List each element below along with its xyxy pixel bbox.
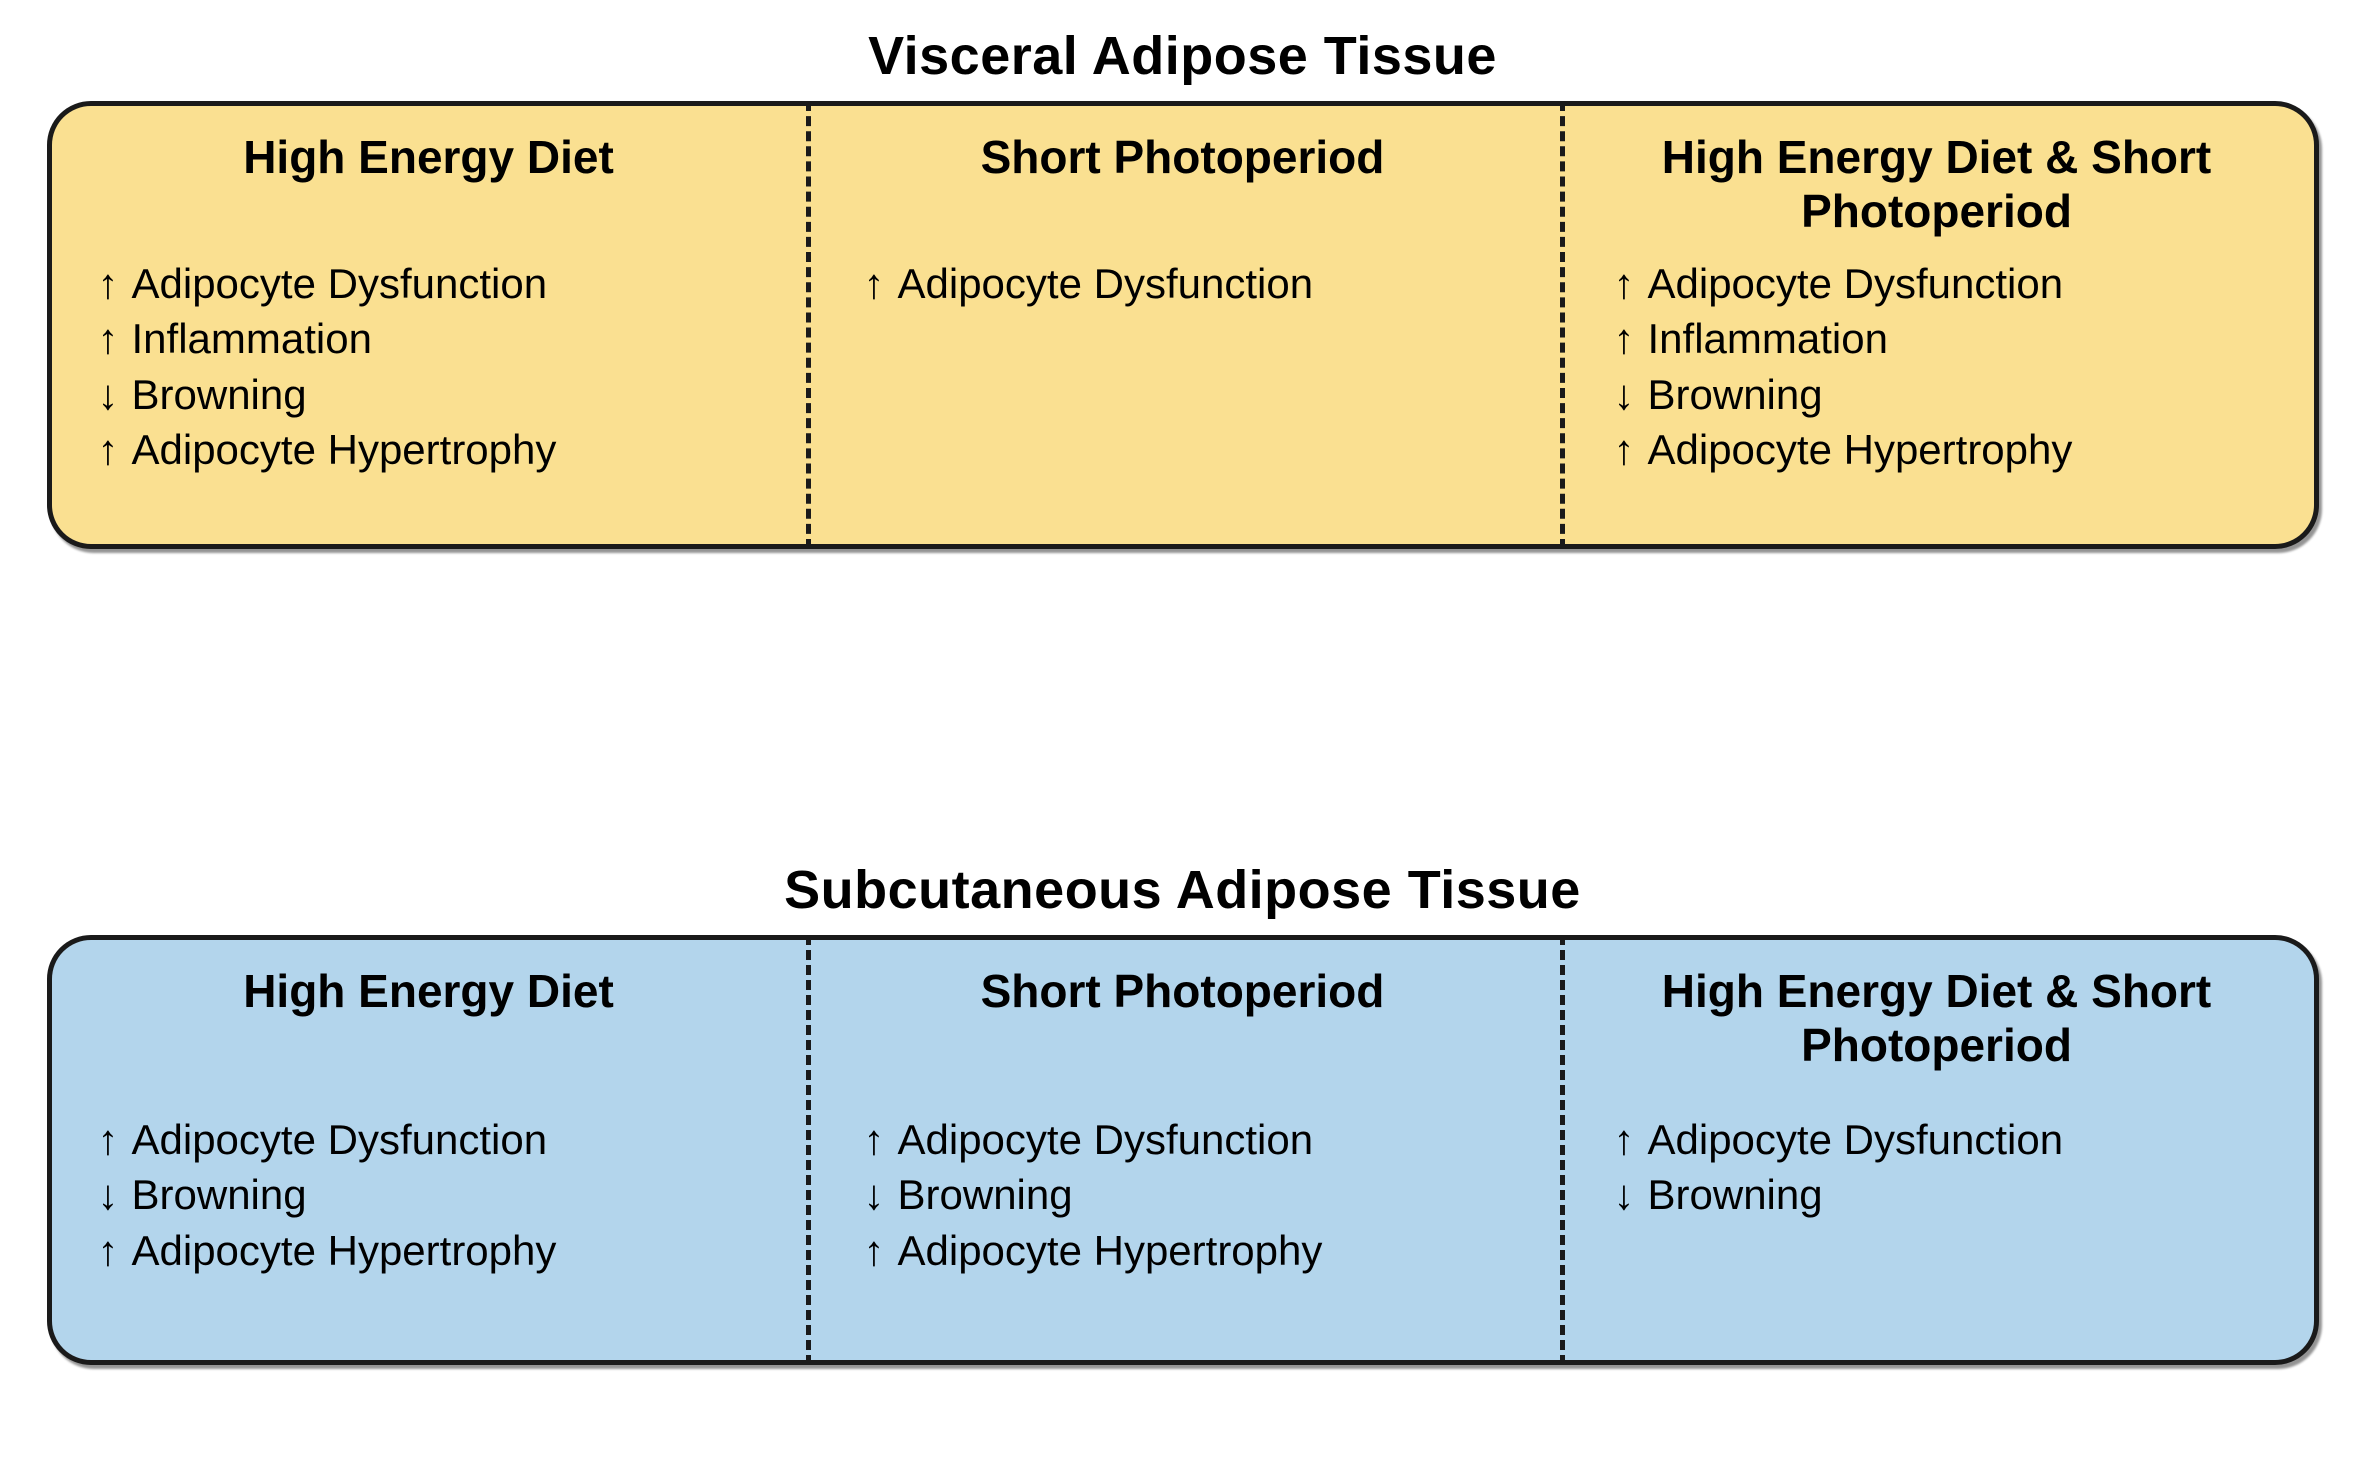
outcome-label: Browning [897, 1171, 1073, 1219]
column-heading: High Energy Diet & Short Photoperiod [1661, 130, 2212, 237]
list-item: ↑ Adipocyte Hypertrophy [98, 1223, 806, 1278]
column-high-energy-diet-and-short-photoperiod-sat: High Energy Diet & Short Photoperiod ↑ A… [1559, 934, 2314, 1365]
list-item: ↑ Inflammation [98, 311, 806, 366]
list-item: ↑ Adipocyte Dysfunction [864, 1112, 1560, 1167]
panel-subcutaneous: High Energy Diet ↑ Adipocyte Dysfunction… [46, 934, 2319, 1365]
section-title-visceral: Visceral Adipose Tissue [868, 26, 1497, 86]
outcome-label: Adipocyte Dysfunction [897, 1115, 1314, 1163]
down-arrow-icon: ↓ [1613, 370, 1635, 418]
section-visceral-adipose-tissue: Visceral Adipose Tissue High Energy Diet… [0, 28, 2365, 549]
list-item: ↓ Browning [1614, 1167, 2314, 1222]
outcome-label: Adipocyte Hypertrophy [1647, 426, 2073, 473]
column-heading: High Energy Diet & Short Photoperiod [1661, 964, 2212, 1071]
down-arrow-icon: ↓ [863, 1171, 885, 1219]
outcome-list: ↑ Adipocyte Dysfunction ↓ Browning [1560, 1084, 2314, 1223]
column-heading: Short Photoperiod [980, 130, 1385, 183]
list-item: ↑ Adipocyte Hypertrophy [1614, 422, 2314, 477]
down-arrow-icon: ↓ [97, 1171, 119, 1219]
list-item: ↑ Adipocyte Dysfunction [1614, 256, 2314, 311]
up-arrow-icon: ↑ [863, 1226, 885, 1274]
outcome-label: Inflammation [131, 315, 372, 363]
list-item: ↑ Adipocyte Dysfunction [864, 256, 1560, 311]
outcome-label: Adipocyte Dysfunction [897, 259, 1314, 307]
up-arrow-icon: ↑ [1613, 1115, 1635, 1163]
outcome-label: Adipocyte Dysfunction [1647, 259, 2064, 307]
down-arrow-icon: ↓ [97, 370, 119, 418]
outcome-label: Browning [131, 370, 307, 418]
column-short-photoperiod-sat: Short Photoperiod ↑ Adipocyte Dysfunctio… [805, 934, 1560, 1365]
up-arrow-icon: ↑ [97, 1115, 119, 1163]
up-arrow-icon: ↑ [97, 426, 119, 473]
outcome-list: ↑ Adipocyte Dysfunction ↑ Inflammation ↓… [1560, 242, 2314, 478]
list-item: ↑ Adipocyte Hypertrophy [98, 422, 806, 477]
column-high-energy-diet-and-short-photoperiod-vat: High Energy Diet & Short Photoperiod ↑ A… [1559, 100, 2314, 549]
up-arrow-icon: ↑ [863, 1115, 885, 1163]
outcome-label: Inflammation [1647, 315, 1888, 363]
list-item: ↑ Adipocyte Dysfunction [98, 1112, 806, 1167]
outcome-label: Adipocyte Dysfunction [131, 1115, 548, 1163]
section-subcutaneous-adipose-tissue: Subcutaneous Adipose Tissue High Energy … [0, 862, 2365, 1365]
column-heading: High Energy Diet [243, 964, 614, 1017]
column-high-energy-diet-sat: High Energy Diet ↑ Adipocyte Dysfunction… [52, 940, 806, 1360]
up-arrow-icon: ↑ [97, 1226, 119, 1274]
up-arrow-icon: ↑ [1613, 315, 1635, 363]
outcome-label: Browning [131, 1171, 307, 1219]
outcome-label: Adipocyte Dysfunction [131, 259, 548, 307]
outcome-label: Adipocyte Dysfunction [1647, 1115, 2064, 1163]
list-item: ↑ Adipocyte Dysfunction [1614, 1112, 2314, 1167]
up-arrow-icon: ↑ [97, 259, 119, 307]
up-arrow-icon: ↑ [97, 315, 119, 363]
list-item: ↑ Inflammation [1614, 311, 2314, 366]
outcome-list: ↑ Adipocyte Dysfunction [806, 242, 1560, 311]
list-item: ↓ Browning [98, 367, 806, 422]
outcome-list: ↑ Adipocyte Dysfunction ↓ Browning ↑ Adi… [806, 1084, 1560, 1278]
outcome-list: ↑ Adipocyte Dysfunction ↑ Inflammation ↓… [52, 242, 806, 478]
column-heading: Short Photoperiod [980, 964, 1385, 1017]
outcome-label: Adipocyte Hypertrophy [131, 426, 557, 473]
outcome-label: Browning [1647, 370, 1823, 418]
outcome-label: Browning [1647, 1171, 1823, 1219]
list-item: ↓ Browning [864, 1167, 1560, 1222]
column-heading: High Energy Diet [243, 130, 614, 183]
list-item: ↓ Browning [98, 1167, 806, 1222]
panel-visceral: High Energy Diet ↑ Adipocyte Dysfunction… [46, 100, 2319, 549]
list-item: ↑ Adipocyte Hypertrophy [864, 1223, 1560, 1278]
section-title-subcutaneous: Subcutaneous Adipose Tissue [784, 860, 1581, 920]
down-arrow-icon: ↓ [1613, 1171, 1635, 1219]
outcome-list: ↑ Adipocyte Dysfunction ↓ Browning ↑ Adi… [52, 1084, 806, 1278]
column-short-photoperiod-vat: Short Photoperiod ↑ Adipocyte Dysfunctio… [805, 100, 1560, 549]
up-arrow-icon: ↑ [1613, 259, 1635, 307]
column-high-energy-diet-vat: High Energy Diet ↑ Adipocyte Dysfunction… [52, 106, 806, 544]
list-item: ↑ Adipocyte Dysfunction [98, 256, 806, 311]
list-item: ↓ Browning [1614, 367, 2314, 422]
outcome-label: Adipocyte Hypertrophy [897, 1226, 1323, 1274]
outcome-label: Adipocyte Hypertrophy [131, 1226, 557, 1274]
up-arrow-icon: ↑ [1613, 426, 1635, 473]
up-arrow-icon: ↑ [863, 259, 885, 307]
